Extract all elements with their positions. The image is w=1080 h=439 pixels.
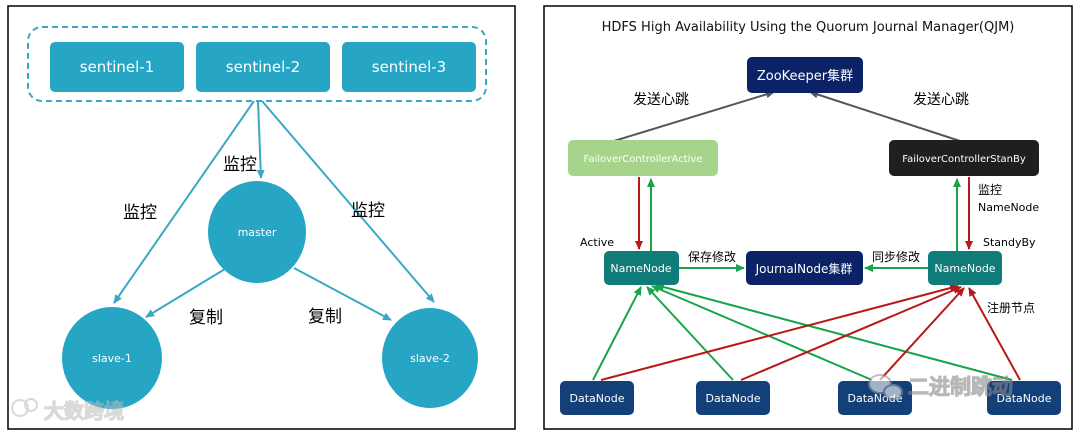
fc-active-node[interactable] (568, 140, 718, 176)
namenode-active-label: NameNode (610, 262, 671, 275)
heartbeat-standby-arrow (809, 90, 961, 142)
sentinel-3-label: sentinel-3 (372, 58, 446, 76)
monitor-master-arrow (256, 100, 265, 179)
sentinel-1-node[interactable] (50, 42, 184, 92)
hdfs-ha-diagram: HDFS High Availability Using the Quorum … (543, 5, 1073, 430)
journalnode-node[interactable] (746, 251, 863, 285)
fc-standby-node[interactable] (889, 140, 1039, 176)
namenode-standby-label: NameNode (934, 262, 995, 275)
wechat-logo-icon (868, 374, 903, 400)
fc-active-label: FailoverControllerActive (584, 154, 703, 165)
replicate-slave2-arrow (293, 267, 392, 321)
dn4-to-active-arrow (655, 283, 1013, 381)
dn1-to-standby-arrow (600, 284, 959, 381)
namenode-active-node[interactable] (604, 251, 679, 285)
sentinel-diagram: sentinel-1 sentinel-2 sentinel-3 master … (7, 5, 516, 430)
monitor-label-line-1: 监控 (978, 183, 1002, 197)
weibo-logo-icon (11, 399, 29, 417)
dn3-to-active-arrow (651, 285, 873, 381)
dn3-to-standby-arrow (879, 287, 965, 381)
datanode-2-label: DataNode (706, 392, 761, 405)
sentinel-1-label: sentinel-1 (80, 58, 154, 76)
namenode-standby-node[interactable] (928, 251, 1002, 285)
zookeeper-label: ZooKeeper集群 (757, 68, 853, 84)
sentinel-3-node[interactable] (342, 42, 476, 92)
dn2-to-standby-arrow (740, 286, 962, 381)
datanode-2[interactable] (696, 381, 770, 415)
monitor-right-label: 监控 (351, 201, 385, 221)
active-label: Active (580, 236, 614, 249)
sync-edits-label: 同步修改 (872, 249, 920, 264)
sentinel-group-box (27, 26, 487, 102)
slave-2-label: slave-2 (410, 352, 450, 365)
replicate-right-label: 复制 (308, 307, 342, 327)
watermark-left: 大数跨境 (11, 398, 125, 424)
fc-standby-label: FailoverControllerStanBy (902, 154, 1026, 165)
master-node[interactable] (208, 181, 306, 283)
replicate-left-label: 复制 (189, 308, 223, 328)
zookeeper-node[interactable] (747, 57, 863, 93)
monitor-slave1-arrow (113, 100, 255, 304)
sentinel-2-node[interactable] (196, 42, 330, 92)
weibo-logo-icon-2 (24, 398, 38, 412)
dn1-to-active-arrow (592, 286, 642, 381)
slave-1-node[interactable] (62, 307, 162, 409)
monitor-center-label: 监控 (223, 155, 257, 175)
datanode-4-label: DataNode (997, 392, 1052, 405)
heartbeat-active-arrow (613, 90, 775, 142)
diagram-title: HDFS High Availability Using the Quorum … (602, 20, 1015, 35)
journalnode-label: JournalNode集群 (755, 261, 853, 276)
sentinel-2-label: sentinel-2 (226, 58, 300, 76)
replicate-slave1-arrow (145, 268, 226, 318)
dn4-to-standby-arrow (968, 287, 1021, 381)
register-label: 注册节点 (987, 300, 1035, 315)
heartbeat-left-label: 发送心跳 (633, 92, 689, 108)
heartbeat-right-label: 发送心跳 (913, 92, 969, 108)
watermark-right-text: 二进制跳动 (908, 375, 1013, 399)
datanode-4[interactable] (987, 381, 1061, 415)
monitor-slave2-arrow (261, 100, 435, 303)
datanode-1-label: DataNode (570, 392, 625, 405)
master-label: master (238, 226, 277, 239)
monitor-label-line-2: NameNode (978, 201, 1039, 214)
slave-1-label: slave-1 (92, 352, 132, 365)
slave-2-node[interactable] (382, 308, 478, 408)
datanode-1[interactable] (560, 381, 634, 415)
monitor-left-label: 监控 (123, 203, 157, 223)
dn2-to-active-arrow (646, 286, 734, 381)
save-edits-label: 保存修改 (688, 249, 736, 264)
standby-label: StandyBy (983, 236, 1036, 249)
watermark-left-text: 大数跨境 (44, 399, 124, 423)
watermark-right: 二进制跳动 (868, 374, 1014, 400)
